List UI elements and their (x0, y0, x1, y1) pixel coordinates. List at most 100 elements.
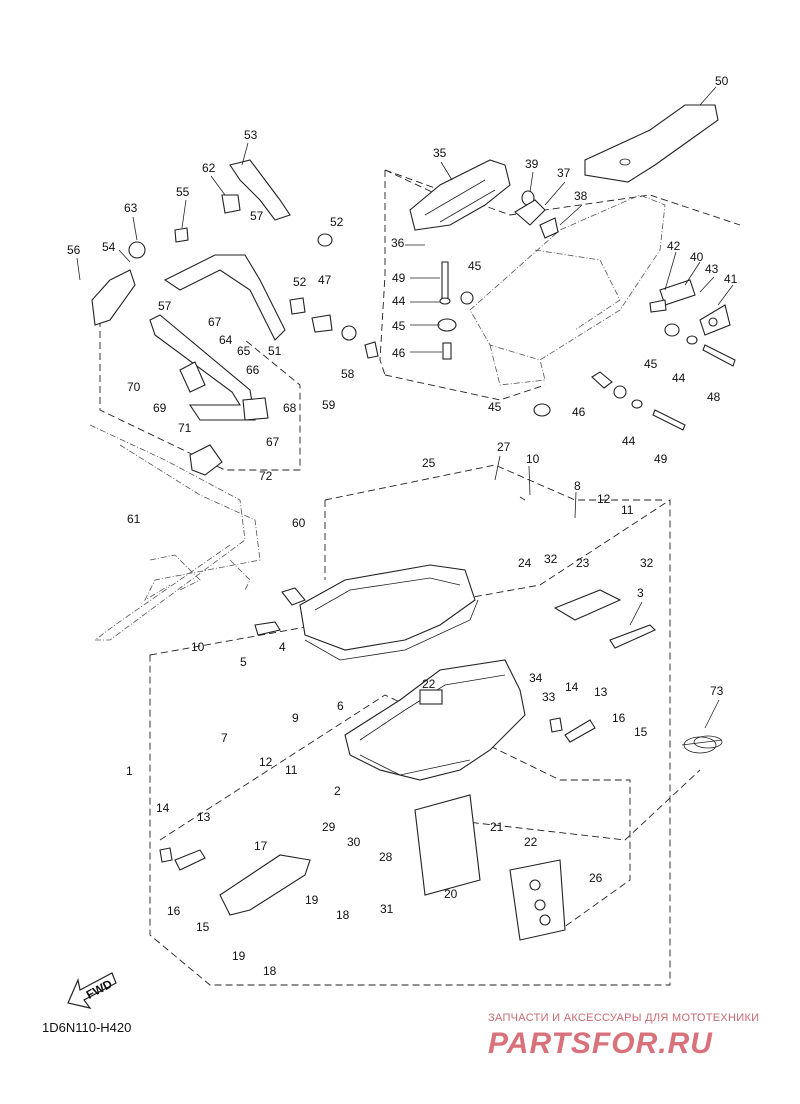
rack-rail-group (91, 159, 379, 359)
fwd-arrow: FWD (67, 972, 117, 1009)
callout-30: 30 (347, 835, 361, 849)
callout-16b: 16 (167, 904, 181, 918)
callout-19a: 19 (305, 893, 319, 907)
lock-link-boundary (449, 769, 701, 841)
callout-45c: 45 (644, 357, 658, 371)
rear-fender-ghost (469, 194, 666, 386)
callout-40: 40 (690, 250, 704, 264)
callout-5: 5 (240, 655, 247, 669)
callout-26: 26 (589, 871, 603, 885)
callout-18b: 18 (263, 964, 277, 978)
diagram-code: 1D6N110-H420 (42, 1020, 131, 1035)
callout-45b: 45 (392, 319, 406, 333)
callout-41: 41 (724, 272, 738, 286)
callout-36: 36 (391, 236, 405, 250)
callout-29: 29 (322, 820, 336, 834)
part-73-cable (681, 735, 723, 754)
callout-70: 70 (127, 380, 141, 394)
callout-2: 2 (334, 784, 341, 798)
callout-20: 20 (444, 887, 458, 901)
watermark: ЗАПЧАСТИ И АКСЕССУАРЫ ДЛЯ МОТОТЕХНИКИ PA… (488, 1012, 759, 1060)
callout-22a: 22 (422, 677, 436, 691)
callout-34: 34 (529, 671, 543, 685)
callout-31: 31 (380, 902, 394, 916)
callout-57b: 57 (158, 299, 172, 313)
callout-21: 21 (490, 820, 504, 834)
top-case-lid (254, 564, 479, 661)
callout-11b: 11 (285, 763, 298, 777)
callout-51: 51 (268, 344, 282, 358)
right-latch-group (649, 279, 731, 336)
callout-10b: 10 (191, 640, 205, 654)
callout-56: 56 (67, 243, 81, 257)
callout-64: 64 (219, 333, 233, 347)
callout-65: 65 (237, 344, 251, 358)
callout-14a: 14 (565, 680, 579, 694)
callout-24: 24 (518, 556, 532, 570)
callout-54: 54 (102, 240, 116, 254)
callout-37: 37 (557, 166, 571, 180)
callout-11a: 11 (621, 503, 634, 517)
callout-49a: 49 (392, 271, 406, 285)
watermark-subtitle: ЗАПЧАСТИ И АКСЕССУАРЫ ДЛЯ МОТОТЕХНИКИ (488, 1012, 759, 1024)
callout-15b: 15 (196, 920, 210, 934)
callout-8: 8 (574, 479, 581, 493)
callout-53: 53 (244, 128, 258, 142)
callout-46a: 46 (392, 346, 406, 360)
callout-4: 4 (279, 640, 286, 654)
callout-16a: 16 (612, 711, 626, 725)
callout-17: 17 (254, 839, 268, 853)
callout-10a: 10 (526, 452, 540, 466)
callout-50: 50 (715, 74, 729, 88)
callout-27: 27 (497, 440, 511, 454)
hinge-group (514, 190, 559, 239)
callout-1: 1 (126, 764, 133, 778)
callout-71: 71 (178, 421, 192, 435)
callout-15a: 15 (634, 725, 648, 739)
callout-67a: 67 (208, 315, 222, 329)
callout-12a: 12 (597, 492, 611, 506)
callout-43: 43 (705, 262, 719, 276)
leader-lines (76, 86, 734, 729)
callout-52b: 52 (293, 275, 307, 289)
callout-13b: 13 (197, 810, 211, 824)
callout-69: 69 (153, 401, 167, 415)
callout-19b: 19 (232, 949, 246, 963)
callout-22b: 22 (524, 835, 538, 849)
lower-group-boundary (159, 694, 631, 931)
callout-73: 73 (710, 684, 724, 698)
main-group-boundary (149, 499, 671, 986)
callout-28: 28 (379, 850, 393, 864)
callout-32b: 32 (640, 556, 654, 570)
part-50-seat-pad (584, 104, 719, 183)
callout-44c: 44 (622, 434, 636, 448)
grab-bar-group (149, 314, 269, 476)
callout-23: 23 (576, 556, 590, 570)
callout-32a: 32 (544, 552, 558, 566)
rack-group-boundary (99, 320, 301, 471)
strap-group (553, 589, 656, 649)
callout-44a: 44 (392, 294, 406, 308)
callout-44b: 44 (672, 371, 686, 385)
callout-18a: 18 (336, 908, 350, 922)
callout-48: 48 (707, 390, 721, 404)
ghost-frame (89, 424, 261, 641)
callout-42: 42 (667, 239, 681, 253)
callout-67b: 67 (266, 435, 280, 449)
trunk-mount-boundary (324, 464, 665, 501)
mount-hardware (437, 261, 736, 431)
callout-13a: 13 (594, 685, 608, 699)
callout-52a: 52 (330, 215, 344, 229)
callout-59: 59 (322, 398, 336, 412)
callout-labels: 1 2 3 4 5 6 7 8 9 10 10 11 11 12 12 13 1… (67, 74, 738, 978)
callout-6: 6 (337, 699, 344, 713)
lower-plate-group (414, 794, 566, 941)
callout-58: 58 (341, 367, 355, 381)
callout-33: 33 (542, 690, 556, 704)
callout-47: 47 (318, 273, 332, 287)
callout-7: 7 (221, 731, 228, 745)
callout-46b: 46 (572, 405, 586, 419)
callout-72: 72 (259, 469, 273, 483)
callout-38: 38 (574, 189, 588, 203)
